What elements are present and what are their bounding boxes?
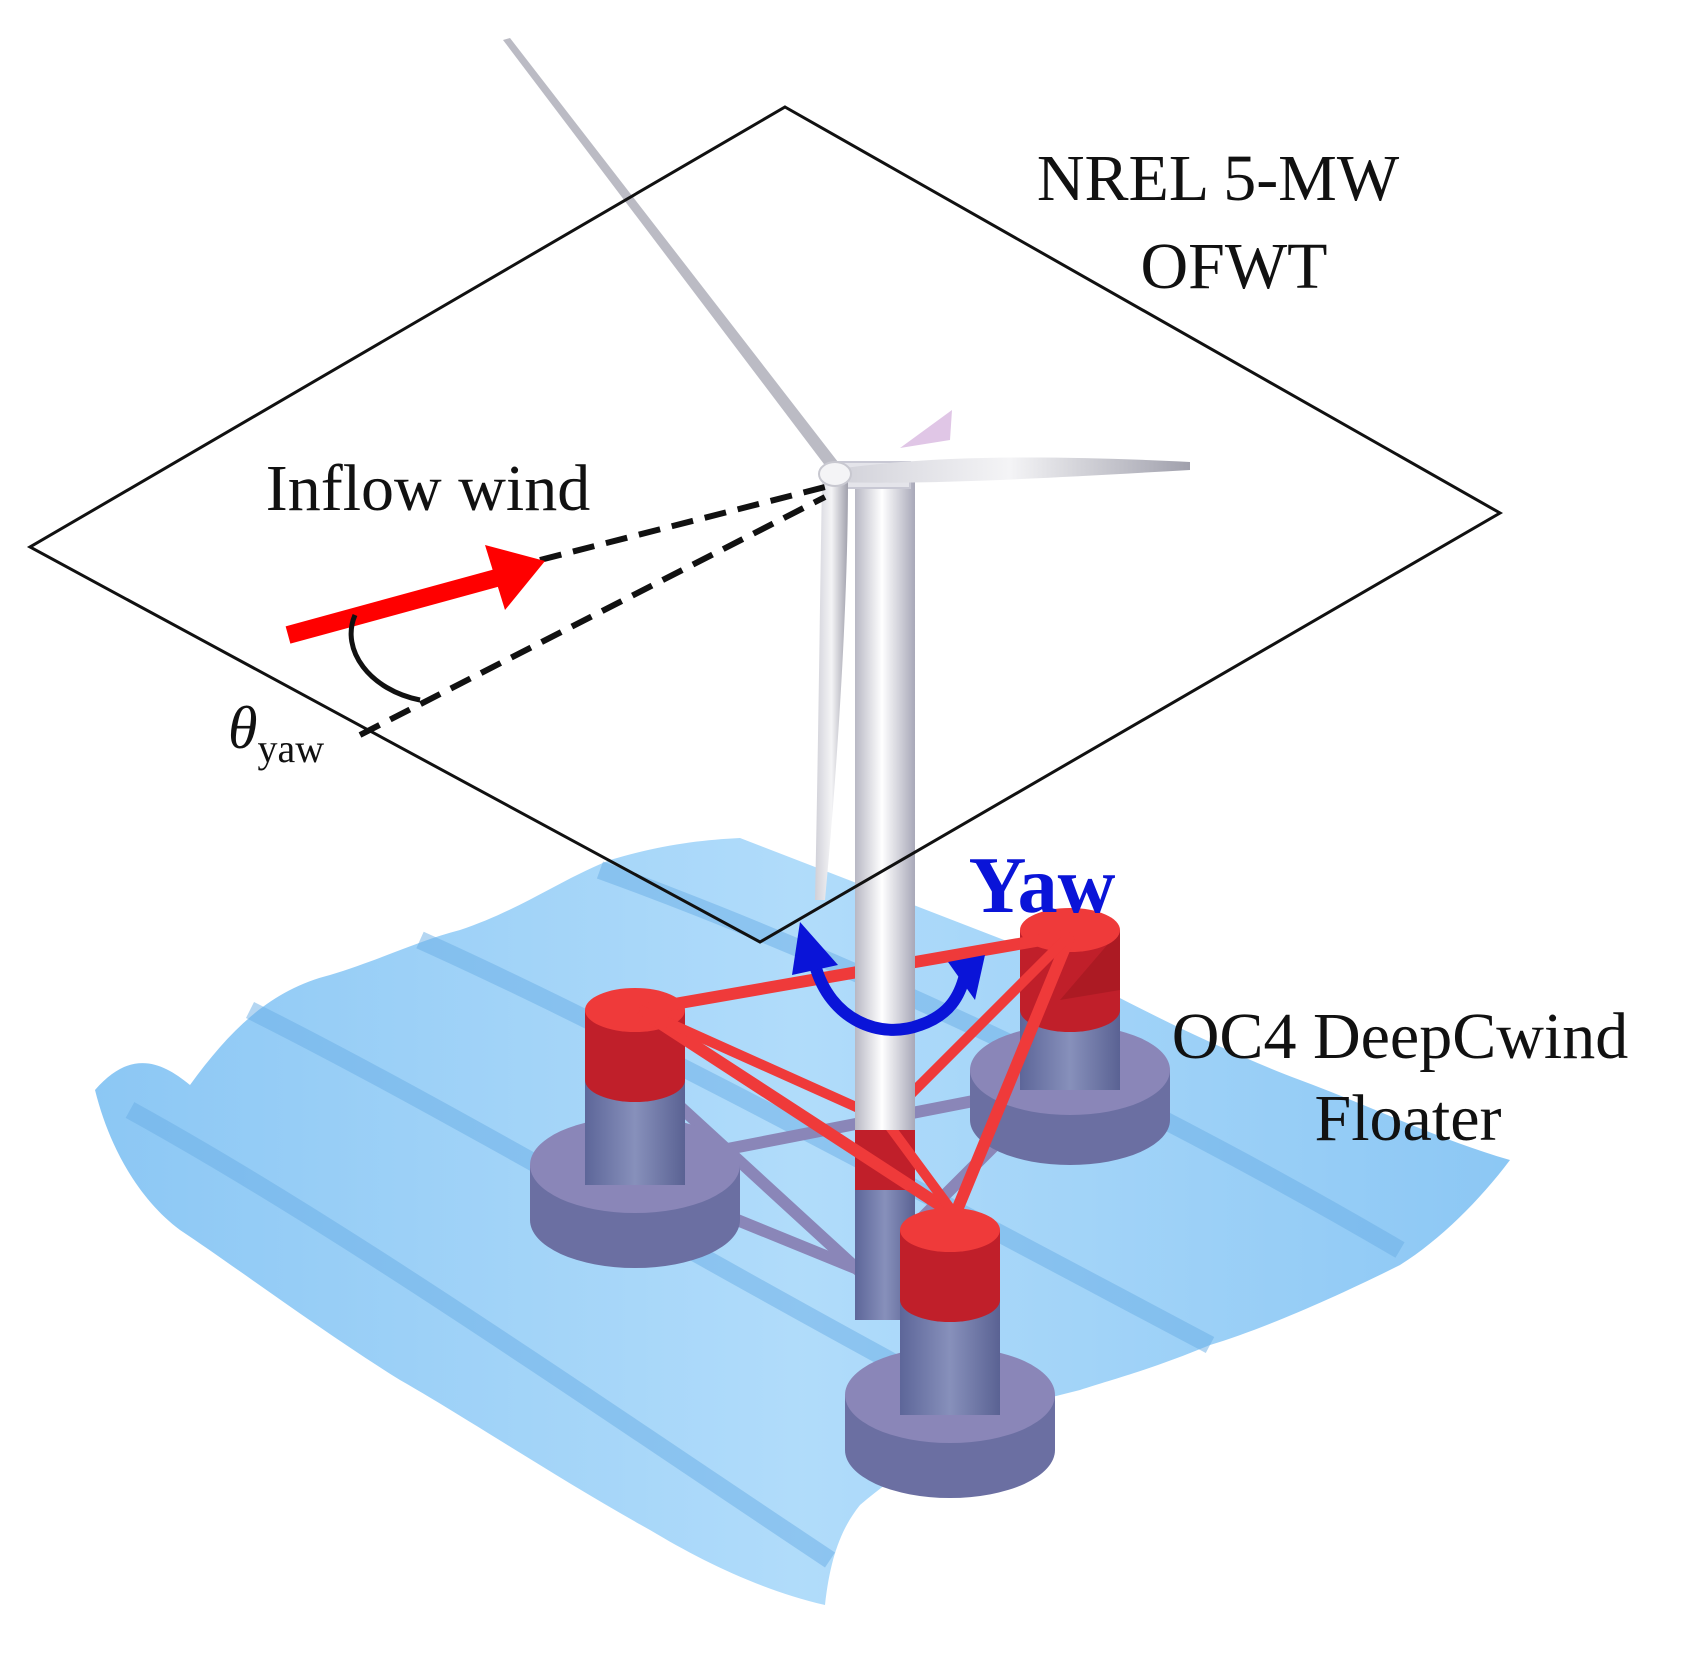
turbine-label-line1: NREL 5-MW (1037, 142, 1400, 215)
turbine-label-line2: OFWT (1141, 230, 1328, 303)
brace-upper-5 (881, 931, 1074, 1124)
theta-yaw-label: θyaw (228, 695, 324, 771)
column-left (585, 988, 685, 1185)
floater (530, 908, 1170, 1498)
red-arrow-icon (285, 545, 545, 644)
yaw-angle-arc (348, 614, 421, 703)
brace-upper-4 (637, 1005, 888, 1125)
brace-upper-2 (636, 1004, 959, 1221)
floater-label-line2: Floater (1315, 1082, 1502, 1155)
dashed-line-lower (358, 494, 827, 738)
brace-upper-3 (949, 932, 1076, 1218)
theta-symbol: θ (228, 695, 257, 761)
hub (818, 461, 852, 487)
column-front (900, 1208, 1000, 1415)
wave-crest-1 (125, 1102, 835, 1568)
floater-label-line1: OC4 DeepCwind (1172, 1000, 1628, 1073)
blade-shadow (900, 410, 952, 448)
blade-down (815, 478, 848, 900)
dashed-line-upper (539, 484, 826, 563)
curved-double-arrow-icon (792, 922, 985, 1036)
wave-crest-3 (416, 931, 1215, 1353)
theta-subscript: yaw (257, 726, 324, 771)
brace-upper-6 (880, 1117, 960, 1218)
blade-right (830, 457, 1190, 483)
blade-up (503, 38, 838, 472)
inflow-wind-label: Inflow wind (266, 452, 590, 525)
yaw-label: Yaw (969, 842, 1116, 930)
upper-bracing (636, 929, 1076, 1221)
rotor-plane (26, 105, 1504, 944)
